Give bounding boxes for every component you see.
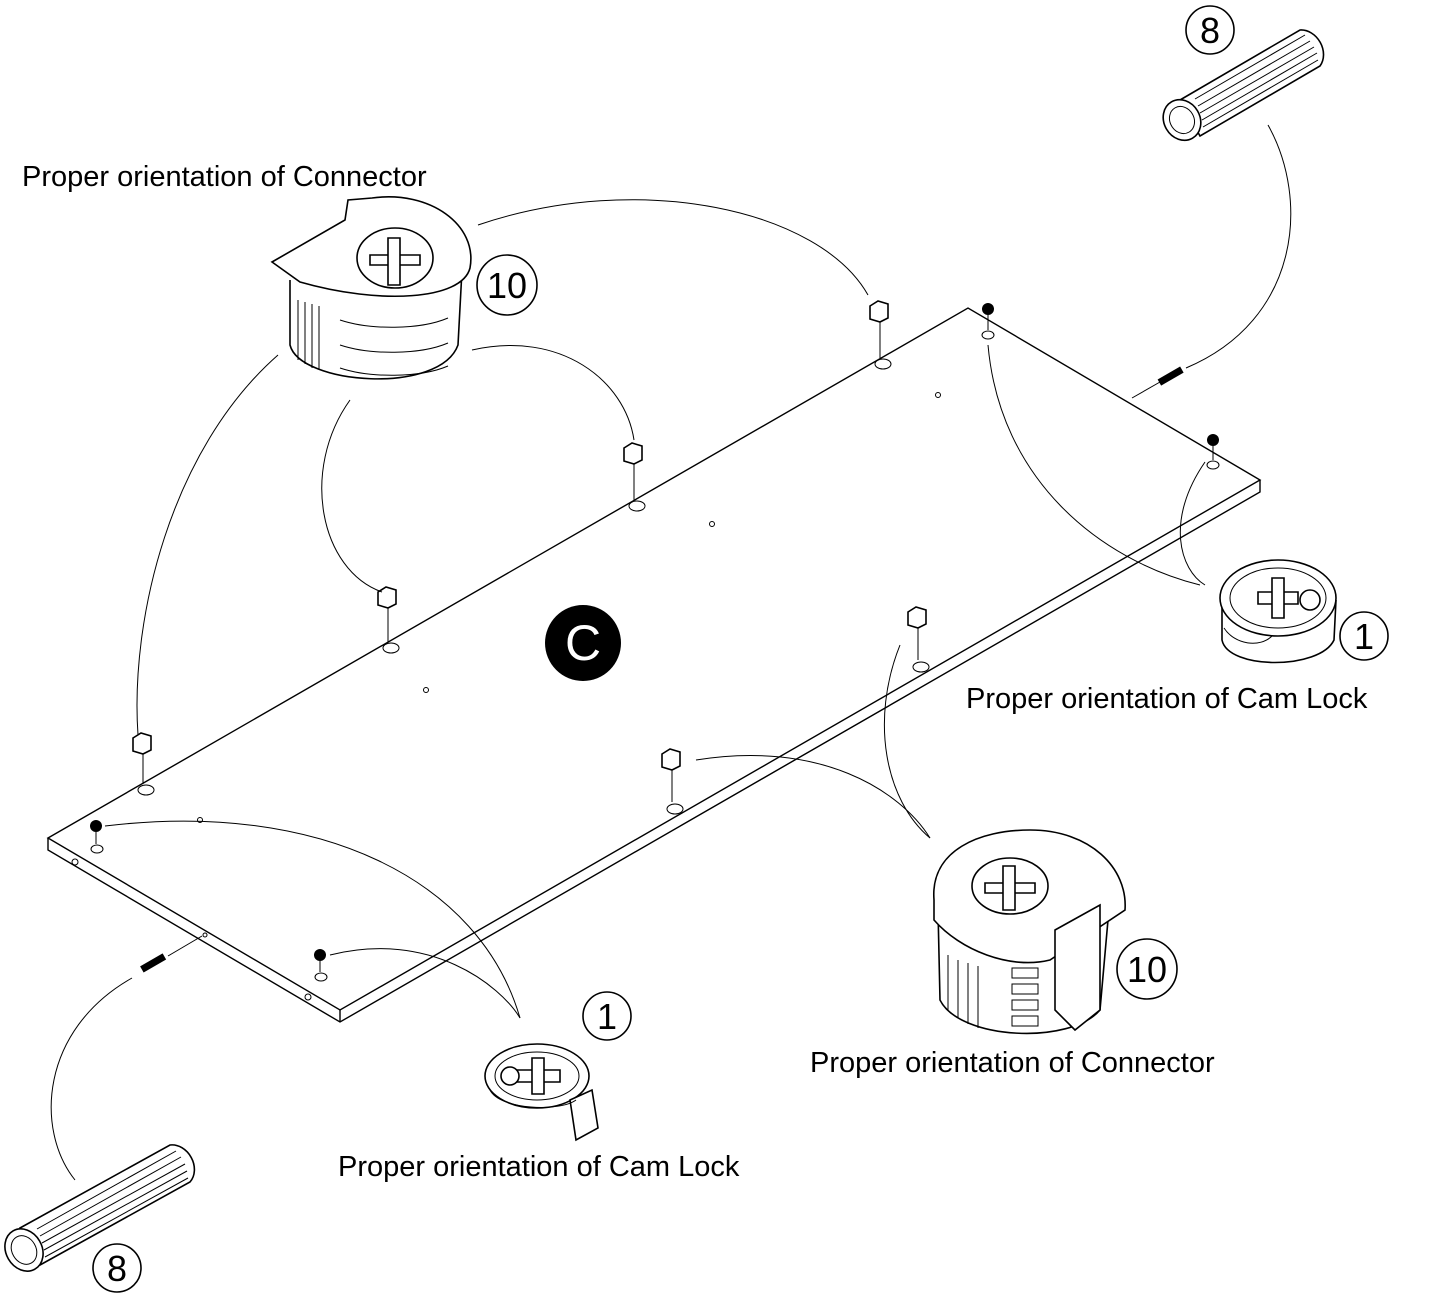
connector-bottom-ribs <box>947 955 979 1028</box>
part-number-connector-bottom: 10 <box>1116 938 1178 1000</box>
part-number-camlock-right: 1 <box>1339 611 1389 661</box>
mounted-camlock <box>314 949 328 982</box>
mounted-camlock <box>1206 434 1220 470</box>
inserted-dowel-right <box>1157 366 1184 386</box>
connector-top-illustration <box>270 196 472 380</box>
inserted-dowel-left <box>140 953 167 973</box>
camlock-bottom-illustration <box>484 1043 599 1142</box>
svg-text:1: 1 <box>597 996 617 1037</box>
mounted-connector <box>377 586 400 654</box>
panel-board <box>46 307 1262 1023</box>
caption-connector-top: Proper orientation of Connector <box>22 161 427 193</box>
caption-connector-bottom: Proper orientation of Connector <box>810 1047 1215 1079</box>
panel-letter-badge: C <box>545 605 621 681</box>
leader-lines <box>50 124 1292 1181</box>
mounted-camlock <box>90 820 104 854</box>
mounted-connectors <box>132 300 930 815</box>
svg-text:1: 1 <box>1354 616 1374 657</box>
part-number-dowel-bottom: 8 <box>92 1243 142 1293</box>
part-number-connector-top: 10 <box>476 254 538 316</box>
inserted-dowels <box>140 366 1184 973</box>
part-number-camlock-bottom: 1 <box>582 991 632 1041</box>
mounted-connector <box>623 442 646 512</box>
camlock-right-illustration <box>1219 559 1337 664</box>
connector-top-ribs <box>297 300 320 370</box>
mounted-camlocks <box>90 303 1220 982</box>
connector-bottom-slots <box>1011 967 1039 1027</box>
svg-text:10: 10 <box>1127 949 1167 990</box>
mounted-camlock <box>981 303 995 340</box>
panel-letter: C <box>565 615 601 671</box>
svg-text:8: 8 <box>1200 10 1220 51</box>
caption-camlock-bottom: Proper orientation of Cam Lock <box>338 1151 740 1183</box>
caption-camlock-right: Proper orientation of Cam Lock <box>966 683 1368 715</box>
mounted-connector <box>661 748 684 815</box>
mounted-connector <box>869 300 892 370</box>
dowel-top-illustration <box>1162 29 1325 142</box>
dowel-bottom-illustration <box>4 1144 196 1272</box>
connector-bottom-illustration <box>933 829 1126 1035</box>
mounted-connector <box>907 606 930 673</box>
mounted-connector <box>132 732 155 796</box>
svg-text:8: 8 <box>107 1248 127 1289</box>
svg-text:10: 10 <box>487 265 527 306</box>
part-number-dowel-top: 8 <box>1185 5 1235 55</box>
